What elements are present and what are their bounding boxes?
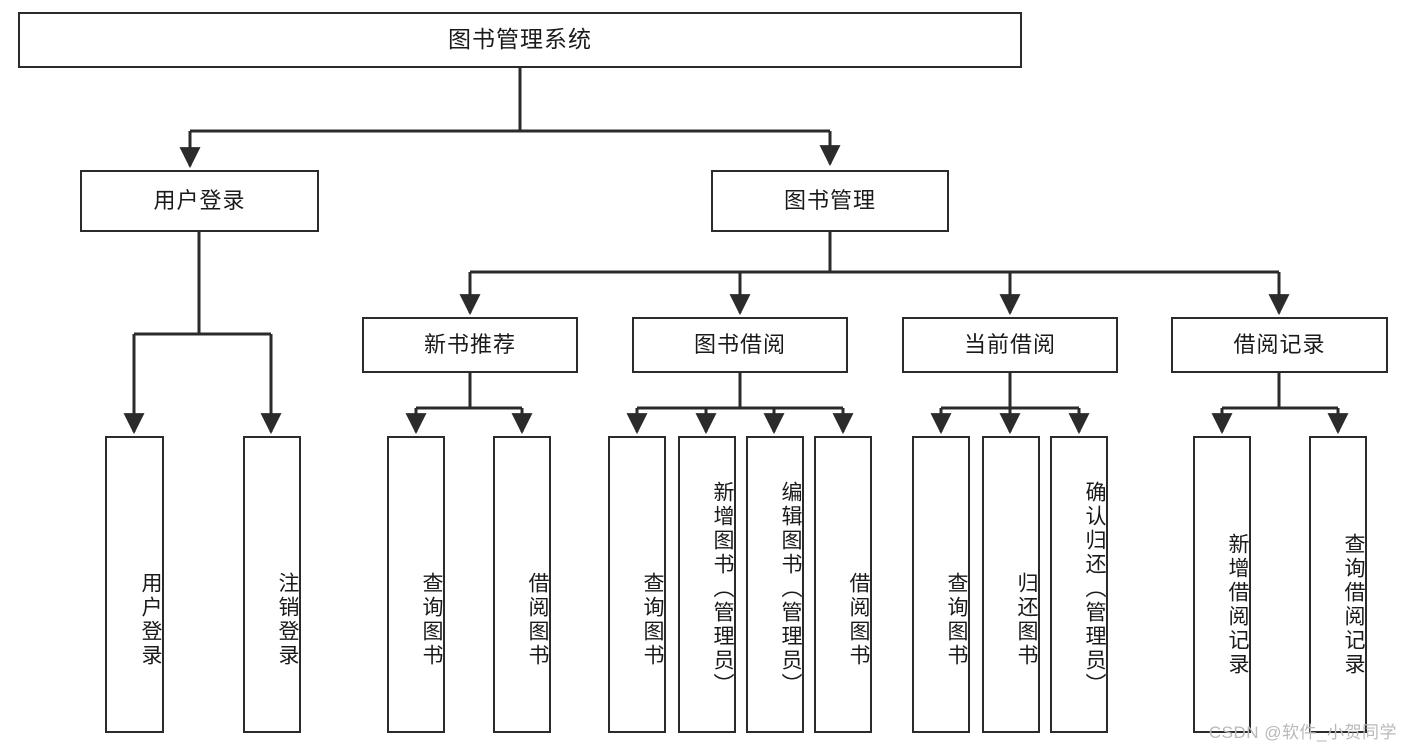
- leaf-borrow-book-2[interactable]: 借阅图书: [814, 436, 872, 733]
- leaf-user-login[interactable]: 用户登录: [105, 436, 164, 733]
- leaf-logout-label: 注销登录: [276, 571, 299, 668]
- leaf-query-book-3-label: 查询图书: [945, 571, 968, 668]
- leaf-borrow-book-2-label: 借阅图书: [847, 571, 870, 668]
- node-borrow-record-label: 借阅记录: [1233, 331, 1326, 357]
- leaf-query-record[interactable]: 查询借阅记录: [1309, 436, 1367, 733]
- leaf-logout[interactable]: 注销登录: [243, 436, 301, 733]
- leaf-edit-book[interactable]: 编辑图书（管理员）: [746, 436, 804, 733]
- leaf-user-login-label: 用户登录: [139, 571, 162, 668]
- leaf-borrow-book-1-label: 借阅图书: [526, 571, 549, 668]
- leaf-query-book-1[interactable]: 查询图书: [387, 436, 445, 733]
- leaf-confirm-return-label: 确认归还（管理员）: [1083, 480, 1106, 697]
- node-book-borrow-label: 图书借阅: [693, 331, 786, 357]
- node-root-label: 图书管理系统: [448, 26, 592, 53]
- node-user-login-label: 用户登录: [153, 187, 246, 213]
- leaf-add-record[interactable]: 新增借阅记录: [1193, 436, 1251, 733]
- node-book-manage-label: 图书管理: [783, 187, 876, 213]
- leaf-query-book-2-label: 查询图书: [641, 571, 664, 668]
- node-borrow-record[interactable]: 借阅记录: [1171, 317, 1388, 373]
- leaf-query-record-label: 查询借阅记录: [1342, 532, 1365, 677]
- node-root[interactable]: 图书管理系统: [18, 12, 1022, 68]
- node-book-borrow[interactable]: 图书借阅: [632, 317, 848, 373]
- leaf-query-book-3[interactable]: 查询图书: [912, 436, 970, 733]
- node-book-manage[interactable]: 图书管理: [711, 170, 949, 232]
- leaf-query-book-1-label: 查询图书: [420, 571, 443, 668]
- leaf-add-book-label: 新增图书（管理员）: [711, 480, 734, 697]
- leaf-confirm-return[interactable]: 确认归还（管理员）: [1050, 436, 1108, 733]
- csdn-watermark: CSDN @软件_小贺同学: [1208, 723, 1397, 742]
- leaf-return-book[interactable]: 归还图书: [982, 436, 1040, 733]
- leaf-return-book-label: 归还图书: [1015, 571, 1038, 668]
- leaf-add-book[interactable]: 新增图书（管理员）: [678, 436, 736, 733]
- node-user-login[interactable]: 用户登录: [80, 170, 319, 232]
- node-new-book-recommend[interactable]: 新书推荐: [362, 317, 578, 373]
- node-current-borrow[interactable]: 当前借阅: [902, 317, 1118, 373]
- node-current-borrow-label: 当前借阅: [963, 331, 1056, 357]
- leaf-edit-book-label: 编辑图书（管理员）: [779, 480, 802, 697]
- node-new-book-recommend-label: 新书推荐: [423, 331, 516, 357]
- leaf-add-record-label: 新增借阅记录: [1226, 532, 1249, 677]
- leaf-query-book-2[interactable]: 查询图书: [608, 436, 666, 733]
- leaf-borrow-book-1[interactable]: 借阅图书: [493, 436, 551, 733]
